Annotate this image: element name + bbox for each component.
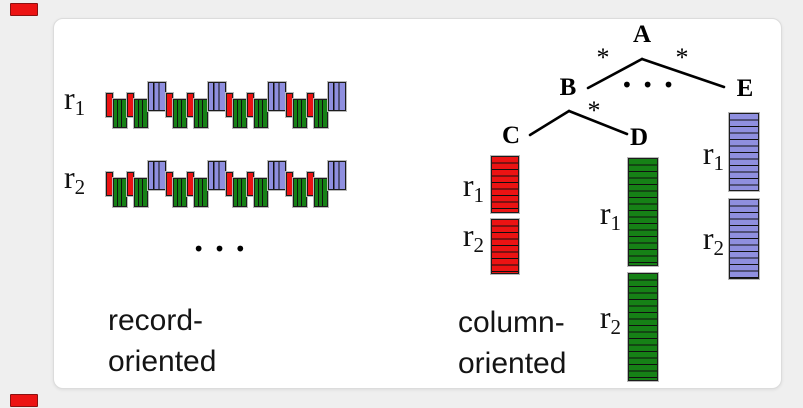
record-row1-label: r1 [64, 80, 86, 120]
asterisk-b-d: * [587, 96, 601, 125]
green-column-r2-label: r2 [599, 299, 621, 339]
red-field-block [166, 93, 173, 117]
green-field-block [194, 178, 208, 207]
green-field-block [314, 99, 328, 128]
record-caption-line1: record- [108, 304, 204, 337]
diagram-card: r1 r2 ••• record- oriented A * * B ••• E… [53, 18, 782, 389]
red-field-block [226, 172, 233, 196]
red-field-block [187, 172, 194, 196]
green-field-block [173, 178, 187, 207]
red-field-block [187, 93, 194, 117]
tree-ellipsis: ••• [621, 73, 684, 97]
column-caption-line1: column- [458, 306, 565, 339]
green-field-block [233, 178, 247, 207]
blue-field-block [328, 161, 346, 190]
record-caption: record- oriented [108, 300, 216, 382]
blue-field-block [148, 161, 166, 190]
green-field-block [194, 99, 208, 128]
tree-node-D: D [629, 124, 649, 151]
blue-field-block [208, 82, 226, 111]
asterisk-left: * [596, 43, 610, 72]
blue-field-block [208, 161, 226, 190]
green-column-segment-r2 [628, 273, 658, 381]
blue-column-segment-r2 [729, 199, 759, 279]
blue-field-block [268, 161, 286, 190]
red-field-block [247, 172, 254, 196]
record-row-2 [106, 161, 350, 208]
red-field-block [166, 172, 173, 196]
red-field-block [286, 172, 293, 196]
red-corner-mark-bottom [10, 394, 38, 407]
green-field-block [293, 178, 307, 207]
asterisk-right: * [675, 43, 689, 72]
tree-node-E: E [736, 75, 754, 102]
red-column-r1-label: r1 [462, 167, 484, 207]
blue-column-r2-label: r2 [702, 220, 724, 260]
blue-column-segment-r1 [729, 113, 759, 191]
red-field-block [286, 93, 293, 117]
blue-field-block [268, 82, 286, 111]
red-field-block [127, 93, 134, 117]
record-caption-line2: oriented [108, 345, 217, 378]
red-field-block [226, 93, 233, 117]
column-caption: column- oriented [458, 302, 566, 384]
blue-field-block [148, 82, 166, 111]
green-field-block [113, 99, 127, 128]
blue-column-r1-label: r1 [702, 135, 724, 175]
red-column-r2-label: r2 [462, 217, 484, 257]
red-column-segment-r1 [491, 156, 519, 213]
record-ellipsis: ••• [192, 237, 256, 261]
green-field-block [134, 178, 148, 207]
red-column-segment-r2 [491, 219, 519, 274]
green-field-block [173, 99, 187, 128]
column-caption-line2: oriented [458, 347, 567, 380]
tree-node-B: B [559, 74, 577, 101]
green-field-block [233, 99, 247, 128]
red-field-block [307, 172, 314, 196]
green-column-segment-r1 [628, 158, 658, 266]
green-field-block [134, 99, 148, 128]
red-field-block [307, 93, 314, 117]
record-row2-label: r2 [64, 159, 86, 199]
green-field-block [254, 178, 268, 207]
red-corner-mark-top [10, 3, 38, 16]
red-field-block [127, 172, 134, 196]
blue-field-block [328, 82, 346, 111]
red-field-block [106, 93, 113, 117]
tree-node-C: C [501, 122, 521, 149]
edge-b-c [528, 109, 571, 137]
green-field-block [254, 99, 268, 128]
green-field-block [113, 178, 127, 207]
green-column-r1-label: r1 [599, 195, 621, 235]
tree-node-A: A [632, 21, 652, 48]
record-row-1 [106, 82, 350, 129]
red-field-block [247, 93, 254, 117]
green-field-block [293, 99, 307, 128]
green-field-block [314, 178, 328, 207]
red-field-block [106, 172, 113, 196]
